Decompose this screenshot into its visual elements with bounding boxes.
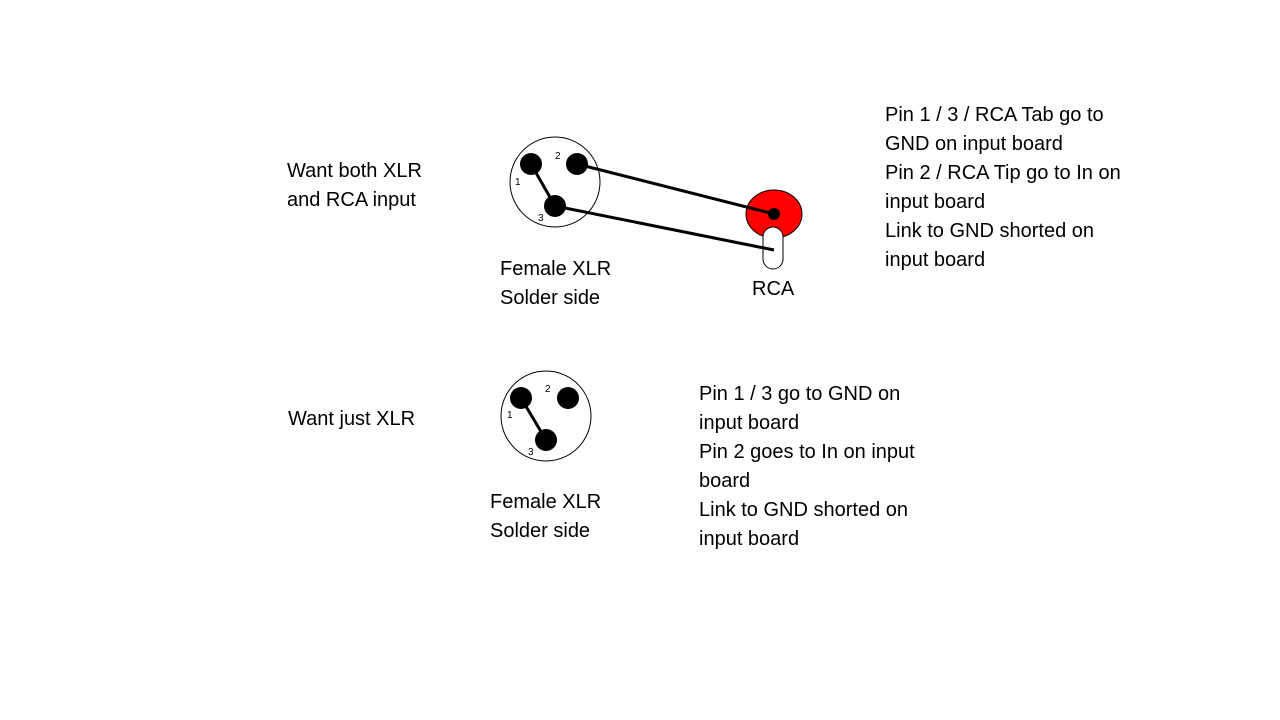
top-note-2-line-2: input board (885, 191, 986, 213)
top-xlr-caption: Female XLR Solder side (500, 255, 611, 313)
bottom-xlr-pin2-label: 2 (545, 384, 551, 395)
top-xlr-pin1-label: 1 (515, 177, 521, 188)
bottom-xlr-connector: 1 2 3 (500, 370, 592, 462)
bottom-note-2-line-1: Pin 2 goes to In on input (699, 441, 915, 463)
wire-pin2-to-rca-tip (576, 162, 775, 216)
top-note-1: Pin 1 / 3 / RCA Tab go to GND on input b… (885, 101, 1121, 159)
top-heading-line-2: and RCA input (287, 189, 416, 211)
top-note-3-line-1: Link to GND shorted on (885, 220, 1094, 242)
bottom-xlr-pin1 (510, 387, 532, 409)
bottom-note-3: Link to GND shorted on input board (699, 496, 915, 554)
top-xlr-pin1 (520, 153, 542, 175)
top-note-2: Pin 2 / RCA Tip go to In on input board (885, 159, 1121, 217)
bottom-note-1-line-1: Pin 1 / 3 go to GND on (699, 383, 901, 405)
top-xlr-caption-line-2: Solder side (500, 287, 601, 309)
top-xlr-caption-line-1: Female XLR (500, 258, 612, 280)
top-notes: Pin 1 / 3 / RCA Tab go to GND on input b… (885, 101, 1121, 275)
top-heading: Want both XLR and RCA input (287, 157, 422, 215)
top-note-3: Link to GND shorted on input board (885, 217, 1121, 275)
bottom-note-2-line-2: board (699, 470, 751, 492)
bottom-notes: Pin 1 / 3 go to GND on input board Pin 2… (699, 380, 915, 554)
top-heading-line-1: Want both XLR (287, 160, 422, 182)
bottom-note-3-line-2: input board (699, 528, 800, 550)
bottom-xlr-pin3-label: 3 (528, 447, 534, 458)
bottom-note-1: Pin 1 / 3 go to GND on input board (699, 380, 915, 438)
bottom-xlr-caption-line-1: Female XLR (490, 491, 602, 513)
bottom-xlr-pin3 (535, 429, 557, 451)
top-xlr-connector: 1 2 3 (509, 136, 601, 228)
top-note-1-line-1: Pin 1 / 3 / RCA Tab go to (885, 104, 1104, 126)
bottom-xlr-caption: Female XLR Solder side (490, 488, 601, 546)
rca-connector (745, 189, 803, 270)
top-xlr-pin2-label: 2 (555, 151, 561, 162)
top-note-1-line-2: GND on input board (885, 133, 1063, 155)
top-xlr-pin3-label: 3 (538, 213, 544, 224)
bottom-note-1-line-2: input board (699, 412, 800, 434)
bottom-xlr-pin1-label: 1 (507, 410, 513, 421)
top-note-3-line-2: input board (885, 249, 986, 271)
bottom-heading: Want just XLR (288, 408, 416, 430)
bottom-note-2: Pin 2 goes to In on input board (699, 438, 915, 496)
bottom-xlr-pin2 (557, 387, 579, 409)
rca-label: RCA (752, 278, 795, 300)
top-note-2-line-1: Pin 2 / RCA Tip go to In on (885, 162, 1121, 184)
wire-pin3-to-rca-tab (554, 204, 775, 252)
bottom-xlr-caption-line-2: Solder side (490, 520, 591, 542)
bottom-note-3-line-1: Link to GND shorted on (699, 499, 908, 521)
